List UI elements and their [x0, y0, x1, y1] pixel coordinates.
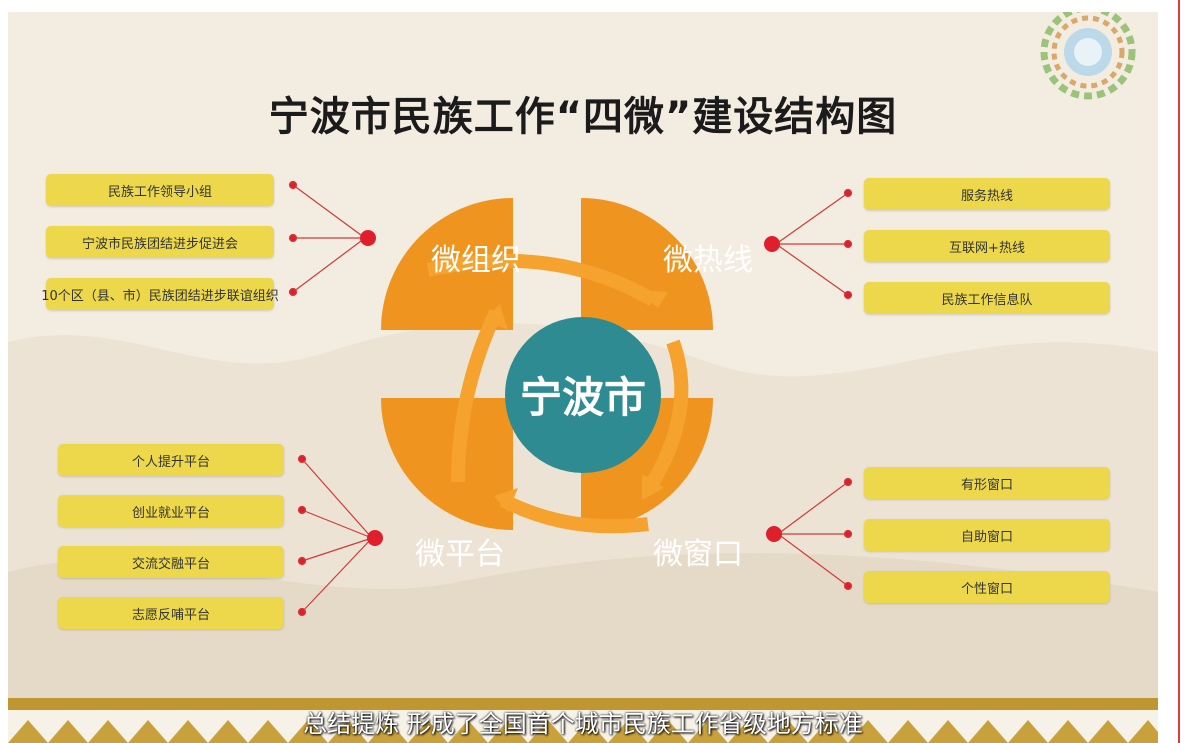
petal-label-organization: 微组织	[431, 243, 521, 278]
petal-top-right-shape	[581, 198, 713, 330]
connectors-hotline	[764, 188, 853, 300]
arrow-left	[451, 308, 503, 483]
connectors-window	[766, 477, 853, 591]
arrow-right	[642, 339, 689, 494]
page-margin-line	[1178, 0, 1180, 743]
connectors-organization	[288, 180, 376, 297]
window-item: 个性窗口	[864, 571, 1110, 603]
window-item: 自助窗口	[864, 519, 1110, 551]
video-caption: 总结提炼 形成了全国首个城市民族工作省级地方标准	[303, 710, 863, 738]
arrow-bottom	[499, 493, 649, 534]
window-item: 有形窗口	[864, 467, 1110, 499]
structure-diagram: 宁波市 微组织 微热线 微平台 微窗口	[288, 180, 853, 617]
platform-item: 创业就业平台	[58, 495, 284, 527]
petal-label-window: 微窗口	[653, 537, 743, 572]
petal-bottom-left-shape	[381, 398, 513, 530]
org-item: 10个区（县、市）民族团结进步联谊组织	[41, 278, 279, 310]
hotline-item: 服务热线	[864, 178, 1110, 210]
org-item: 民族工作领导小组	[46, 174, 274, 206]
center-circle	[505, 317, 661, 473]
platform-item: 交流交融平台	[58, 546, 284, 578]
arrow-right-head	[642, 474, 664, 500]
arrow-top-head	[636, 290, 668, 308]
arrow-top	[426, 253, 657, 307]
platform-item: 志愿反哺平台	[58, 597, 284, 629]
arrow-left-head	[484, 304, 508, 330]
petal-label-platform: 微平台	[415, 537, 505, 572]
hotline-item: 民族工作信息队	[864, 282, 1110, 314]
center-label: 宁波市	[520, 373, 646, 422]
diagram-title: 宁波市民族工作“四微”建设结构图	[268, 94, 898, 140]
arrow-bottom-head	[494, 488, 518, 512]
org-item: 宁波市民族团结进步促进会	[46, 226, 274, 258]
hotline-item: 互联网+热线	[864, 230, 1110, 262]
connectors-platform	[297, 454, 383, 617]
platform-item: 个人提升平台	[58, 444, 284, 476]
emblem	[1040, 12, 1136, 100]
slide: 宁波市民族工作“四微”建设结构图 宁波市 微组织 微热线 微平台 微窗口	[8, 12, 1158, 743]
petal-label-hotline: 微热线	[663, 243, 753, 278]
